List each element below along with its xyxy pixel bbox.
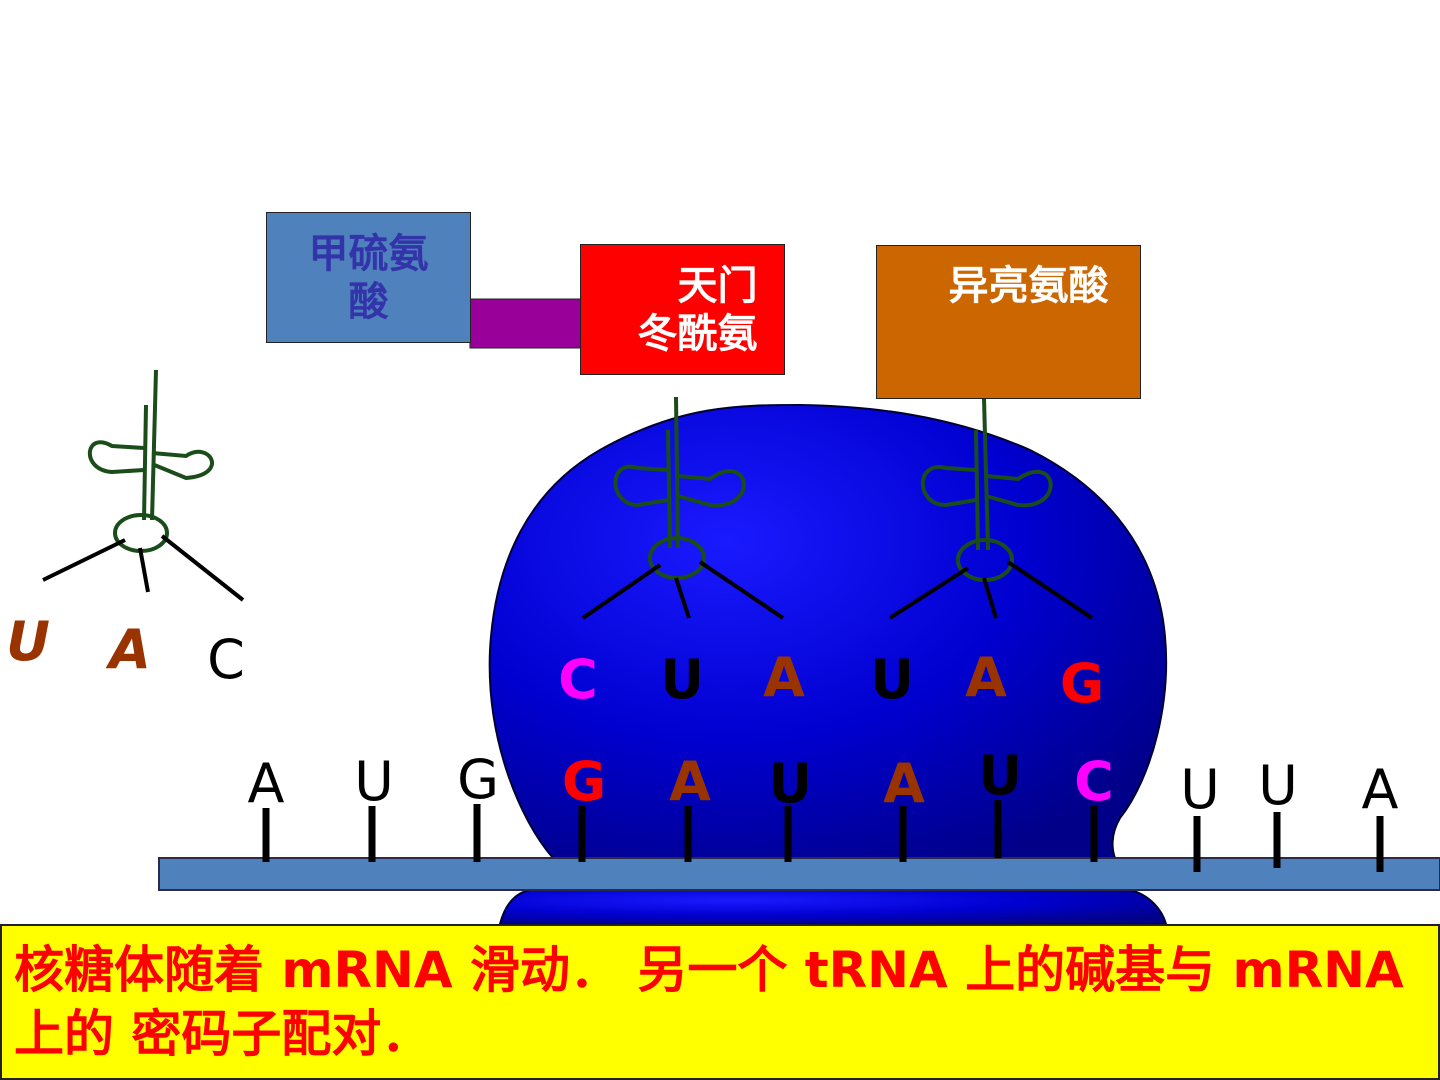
mrna-base-2: U: [354, 750, 394, 813]
mrna-base-7: A: [883, 752, 925, 815]
mrna-codons: A U G G A U A U C U U A: [248, 744, 1399, 821]
free-trna-legs: [42, 534, 245, 602]
trna-1-legs: [581, 560, 785, 620]
trna-2-legs: [888, 560, 1094, 620]
amino-acid-asn-label: 天门 冬酰氨: [637, 262, 758, 357]
trna-2: [920, 397, 1053, 582]
free-trna-anticodon: U A C: [6, 610, 245, 691]
mrna-base-12: A: [1362, 758, 1399, 821]
amino-acid-met: 甲硫氨 酸: [266, 212, 471, 343]
caption-text: 核糖体随着 mRNA 滑动． 另一个 tRNA 上的碱基与 mRNA 上的 密码…: [14, 941, 1404, 1063]
mrna-base-1: A: [248, 752, 285, 815]
peptide-bond: [469, 298, 583, 349]
mrna-base-8: U: [978, 744, 1022, 807]
ribosome: [488, 403, 1168, 859]
amino-acid-asn: 天门 冬酰氨: [580, 244, 785, 375]
mrna-base-10: U: [1180, 758, 1220, 821]
free-trna-base-2: A: [105, 618, 151, 681]
mrna-base-4: G: [562, 750, 606, 813]
trna-2-base-2: A: [965, 646, 1007, 709]
trna-2-base-3: G: [1060, 652, 1104, 715]
caption-box: 核糖体随着 mRNA 滑动． 另一个 tRNA 上的碱基与 mRNA 上的 密码…: [0, 924, 1440, 1080]
trna-1-base-1: C: [558, 648, 598, 711]
trna-1-anticodon: C U A: [558, 646, 805, 711]
trna-2-base-1: U: [870, 648, 914, 711]
mrna-base-3: G: [457, 748, 499, 811]
amino-acid-met-label: 甲硫氨 酸: [308, 230, 429, 325]
ribosome-small-subunit: [498, 889, 1168, 925]
trna-1-base-3: A: [763, 646, 805, 709]
amino-acid-ile: 异亮氨酸: [876, 245, 1141, 399]
amino-acid-ile-label: 异亮氨酸: [948, 263, 1109, 309]
free-trna: [87, 369, 214, 553]
free-trna-base-3: C: [207, 628, 245, 691]
mrna-base-6: U: [768, 752, 812, 815]
mrna-strand: [158, 857, 1440, 891]
trna-1: [613, 396, 746, 580]
trna-1-base-2: U: [660, 648, 704, 711]
free-trna-base-1: U: [6, 610, 50, 673]
trna-2-anticodon: U A G: [870, 646, 1104, 715]
mrna-base-sticks: [262, 800, 1384, 872]
mrna-base-5: A: [669, 750, 711, 813]
mrna-base-11: U: [1258, 754, 1298, 817]
mrna-base-9: C: [1074, 750, 1114, 813]
